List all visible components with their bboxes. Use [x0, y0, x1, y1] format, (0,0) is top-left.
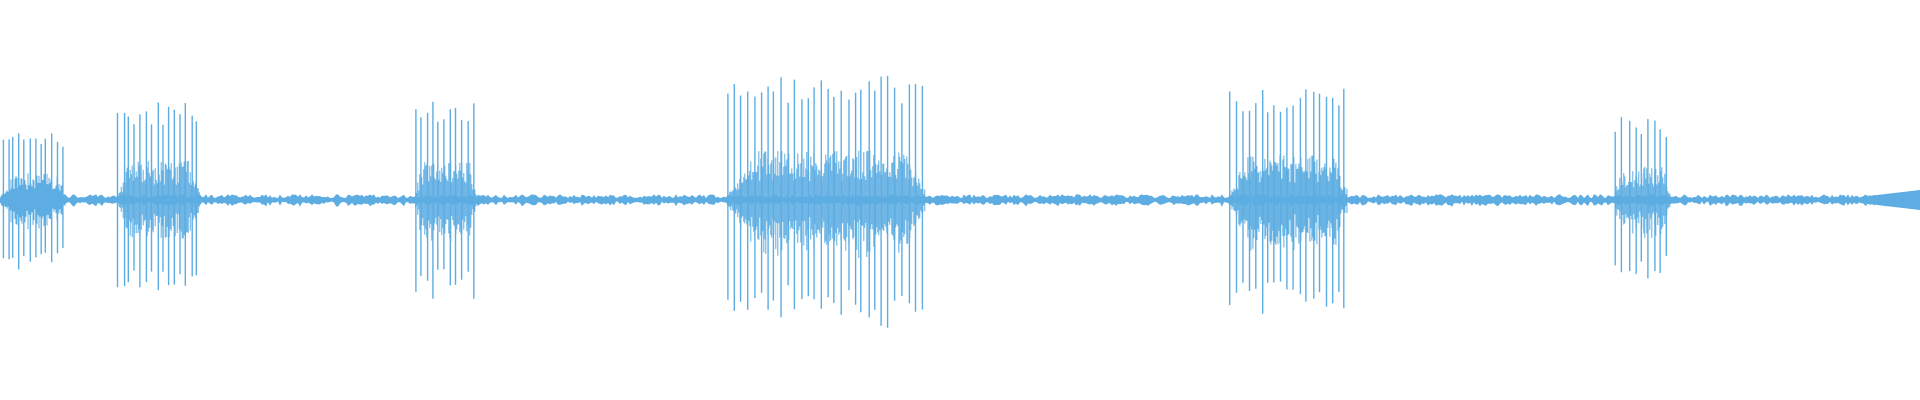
waveform-burst [1227, 88, 1348, 314]
noise-floor-band [0, 194, 1920, 207]
waveform-burst [724, 75, 926, 328]
waveform-bursts [0, 75, 1671, 328]
waveform-burst [1613, 117, 1671, 279]
waveform-burst [0, 133, 66, 270]
waveform-burst [115, 102, 200, 291]
waveform-tail [1860, 190, 1920, 210]
waveform-burst [413, 101, 477, 299]
waveform-noise-floor [0, 190, 1920, 210]
